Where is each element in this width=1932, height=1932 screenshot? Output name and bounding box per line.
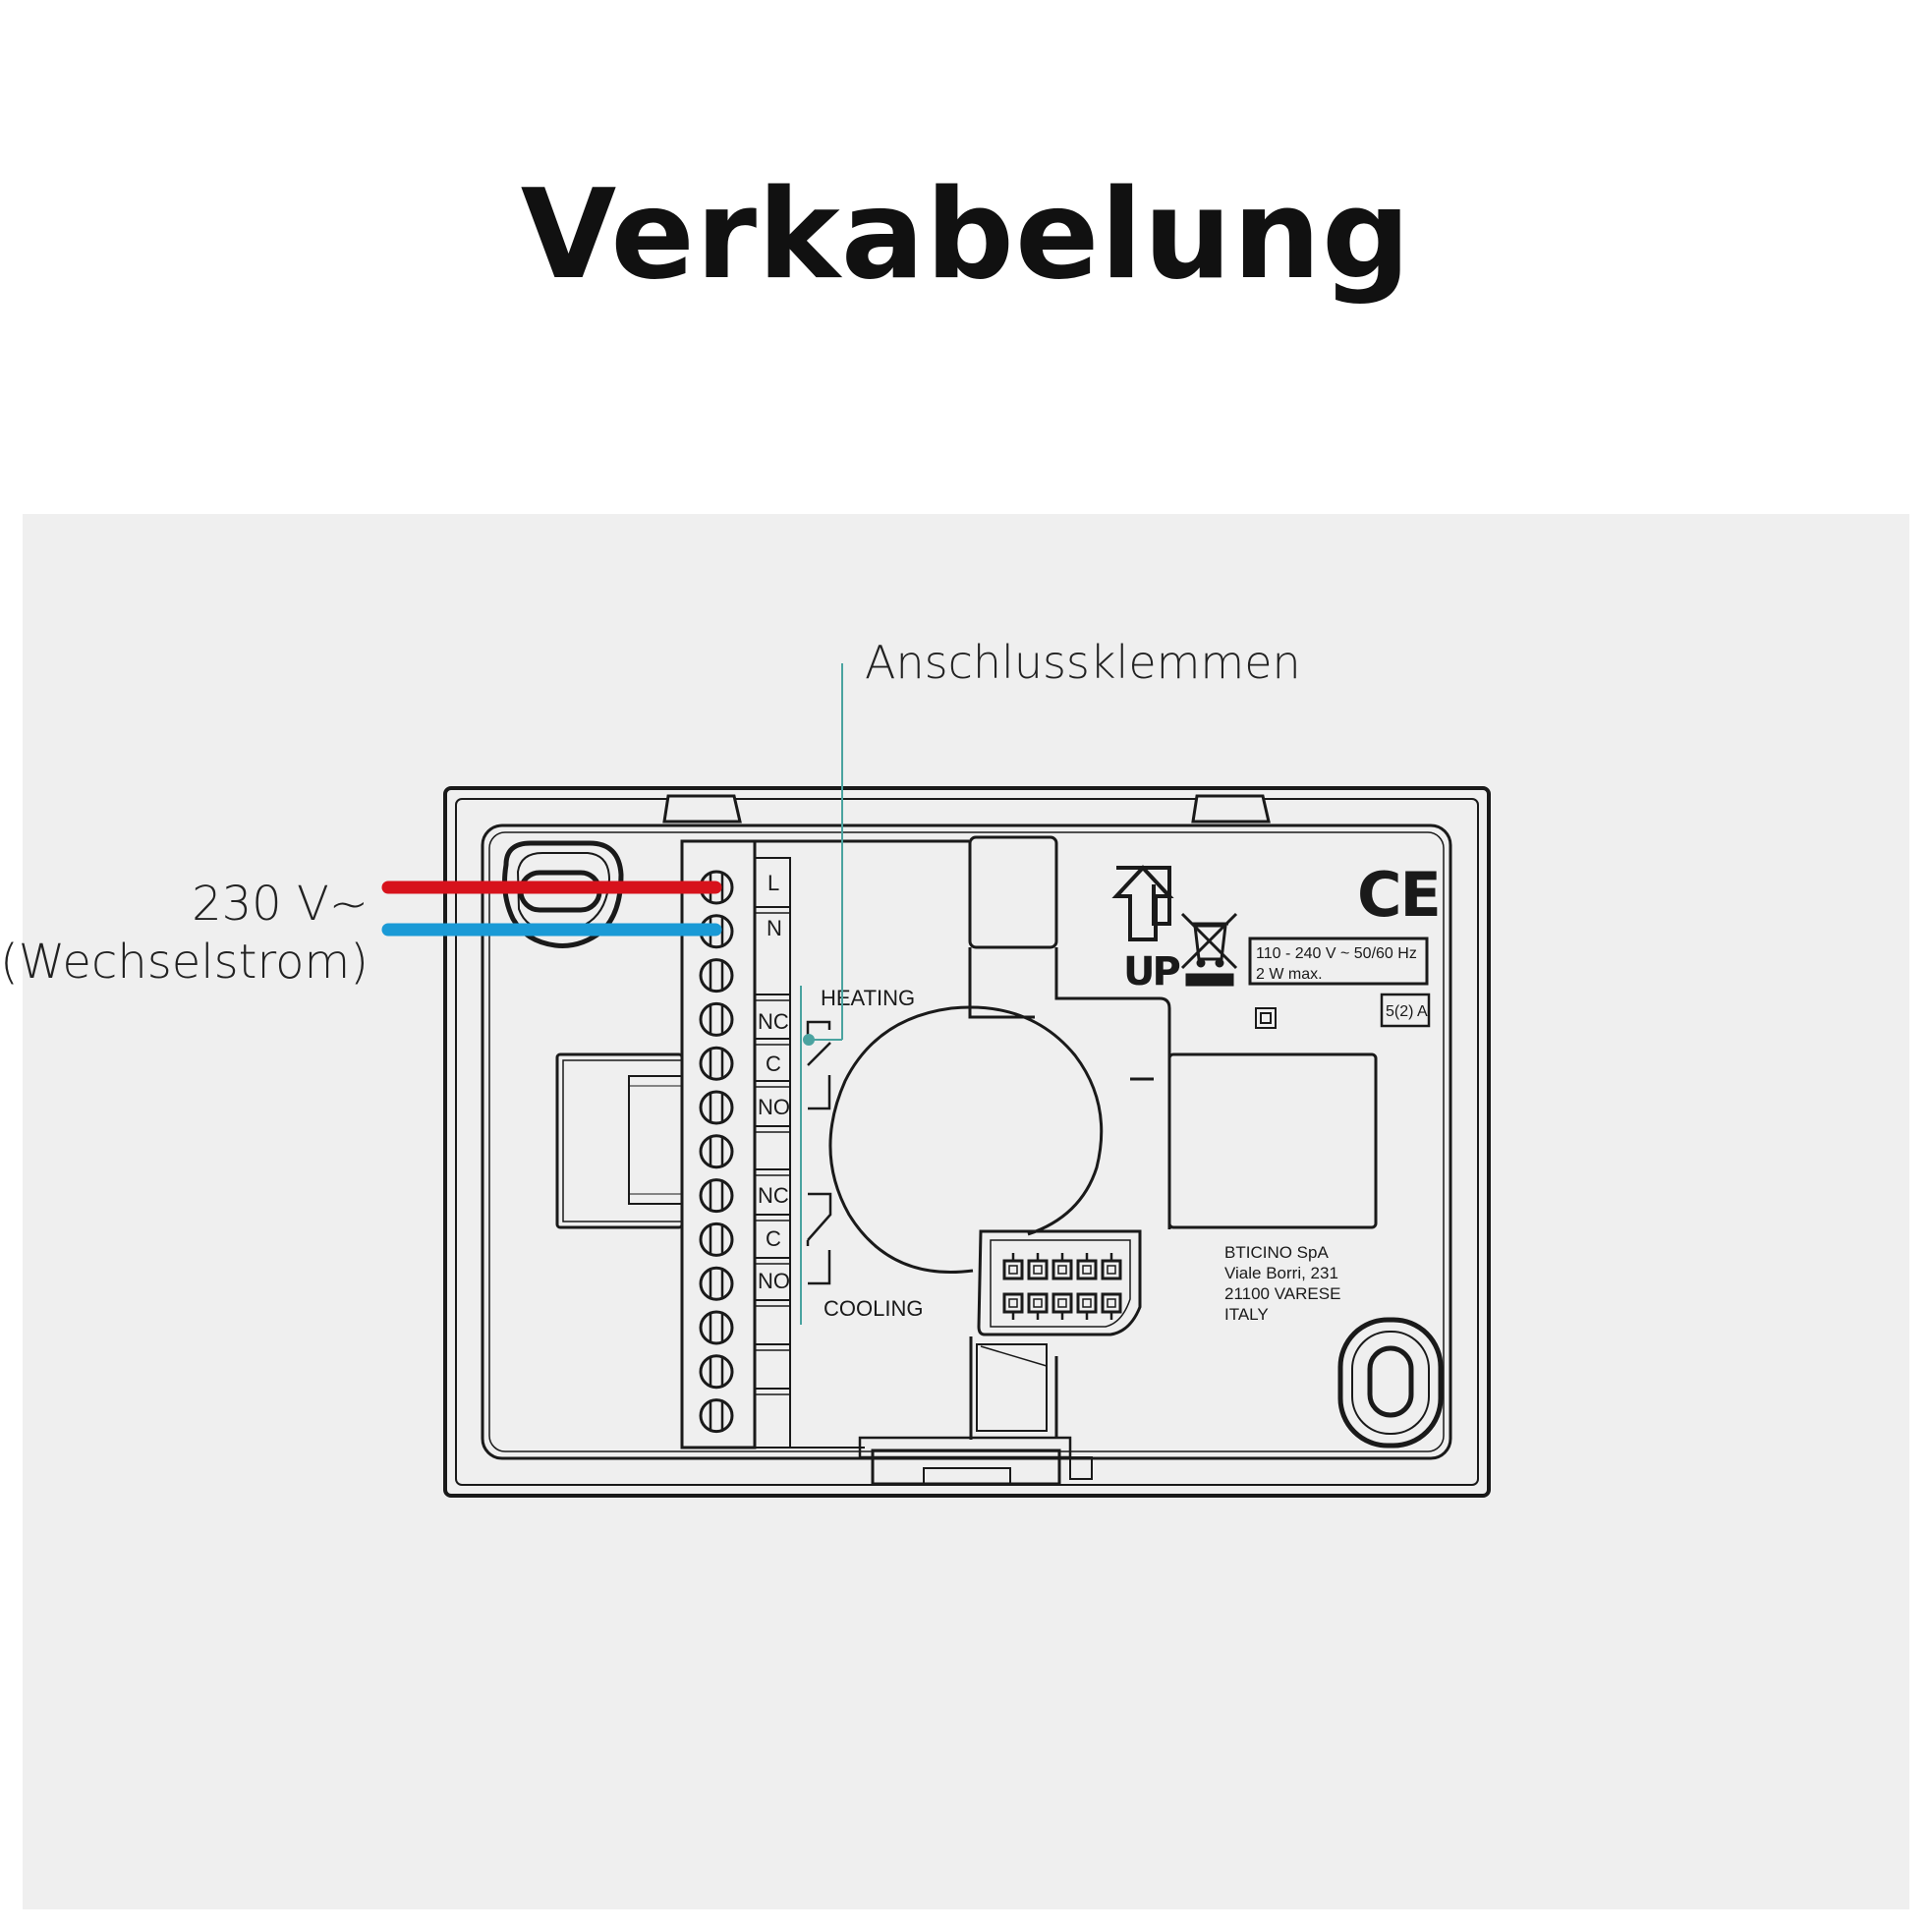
mounting-hole-bottom — [1337, 1317, 1444, 1449]
terminals-leader-line — [803, 663, 843, 1046]
ce-mark: CE — [1357, 859, 1440, 931]
terminal-label-c-heating: C — [766, 1051, 781, 1076]
screw-terminal — [699, 958, 734, 994]
terminal-label-no-cooling: NO — [758, 1269, 790, 1293]
diagram-panel — [23, 514, 1909, 1909]
terminal-label-c-cooling: C — [766, 1226, 781, 1251]
rating-line-1: 110 - 240 V ~ 50/60 Hz — [1256, 945, 1417, 962]
manufacturer-line-4: ITALY — [1224, 1305, 1269, 1324]
connector-pin — [1027, 1292, 1049, 1320]
terminal-block — [680, 839, 969, 1449]
terminals-callout: Anschlussklemmen — [865, 636, 1301, 689]
screw-terminal — [699, 1266, 734, 1301]
manufacturer-line-2: Viale Borri, 231 — [1224, 1264, 1338, 1282]
terminal-separator — [755, 1038, 790, 1046]
screw-terminal — [699, 1310, 734, 1345]
terminal-separator — [755, 906, 790, 914]
manufacturer-line-1: BTICINO SpA — [1224, 1243, 1329, 1262]
up-mark: UP — [1123, 949, 1179, 994]
cooling-label: COOLING — [824, 1296, 923, 1321]
relay-contacts — [800, 986, 832, 1325]
screw-terminal — [699, 1222, 734, 1257]
connector-pin — [1002, 1253, 1024, 1280]
side-clip — [555, 1052, 684, 1229]
terminal-label-no-heating: NO — [758, 1095, 790, 1119]
terminal-separator — [755, 1257, 790, 1265]
voltage-callout: 230 V~ — [192, 877, 369, 932]
screw-terminal — [699, 1134, 734, 1169]
terminal-separator — [755, 1299, 790, 1307]
terminal-separator — [755, 1343, 790, 1351]
terminal-separator — [755, 994, 790, 1001]
terminal-separator — [755, 1080, 790, 1088]
current-type-callout: (Wechselstrom) — [0, 935, 369, 990]
connector-pin — [1002, 1292, 1024, 1320]
terminal-separator — [755, 1168, 790, 1176]
terminal-label-n: N — [767, 916, 782, 940]
connector-pin — [1101, 1253, 1122, 1280]
screw-terminal — [699, 1178, 734, 1214]
connector-pins — [1002, 1253, 1122, 1320]
rating-box — [1248, 937, 1429, 986]
relay-rating: 5(2) A — [1386, 1003, 1428, 1020]
right-cutout — [1167, 1052, 1378, 1229]
screw-terminal — [699, 1046, 734, 1081]
terminal-labels: L N NC C NO NC C NO — [758, 871, 790, 1293]
pin-connector — [977, 1229, 1142, 1336]
terminal-separators — [755, 906, 790, 1395]
screw-terminal — [699, 1354, 734, 1390]
terminal-separator — [755, 1125, 790, 1133]
heating-label: HEATING — [821, 986, 915, 1010]
rating-line-2: 2 W max. — [1256, 966, 1323, 983]
terminal-label-nc-cooling: NC — [758, 1183, 789, 1208]
connector-pin — [1101, 1292, 1122, 1320]
double-insulation-icon — [1255, 1007, 1277, 1029]
terminal-separator — [755, 1214, 790, 1222]
terminal-label-nc-heating: NC — [758, 1009, 789, 1034]
connector-pin — [1027, 1253, 1049, 1280]
relay-rating-box — [1380, 993, 1431, 1028]
screw-terminal — [699, 1001, 734, 1037]
internal-outline — [968, 835, 1171, 1229]
connector-pin — [1051, 1253, 1073, 1280]
screw-terminal — [699, 1398, 734, 1434]
up-arrow-icon — [1111, 865, 1174, 941]
terminal-separator — [755, 1388, 790, 1395]
connector-pin — [1051, 1292, 1073, 1320]
bottom-latch — [858, 1336, 1093, 1486]
terminal-label-l: L — [767, 871, 779, 895]
connector-pin — [1076, 1253, 1098, 1280]
page-title: Verkabelung — [520, 162, 1412, 307]
terminal-screws — [699, 870, 734, 1434]
connector-pin — [1076, 1292, 1098, 1320]
screw-terminal — [699, 1090, 734, 1125]
weee-bin-icon — [1180, 912, 1238, 987]
manufacturer-line-3: 21100 VARESE — [1224, 1284, 1340, 1303]
round-cutout — [828, 1005, 1104, 1275]
